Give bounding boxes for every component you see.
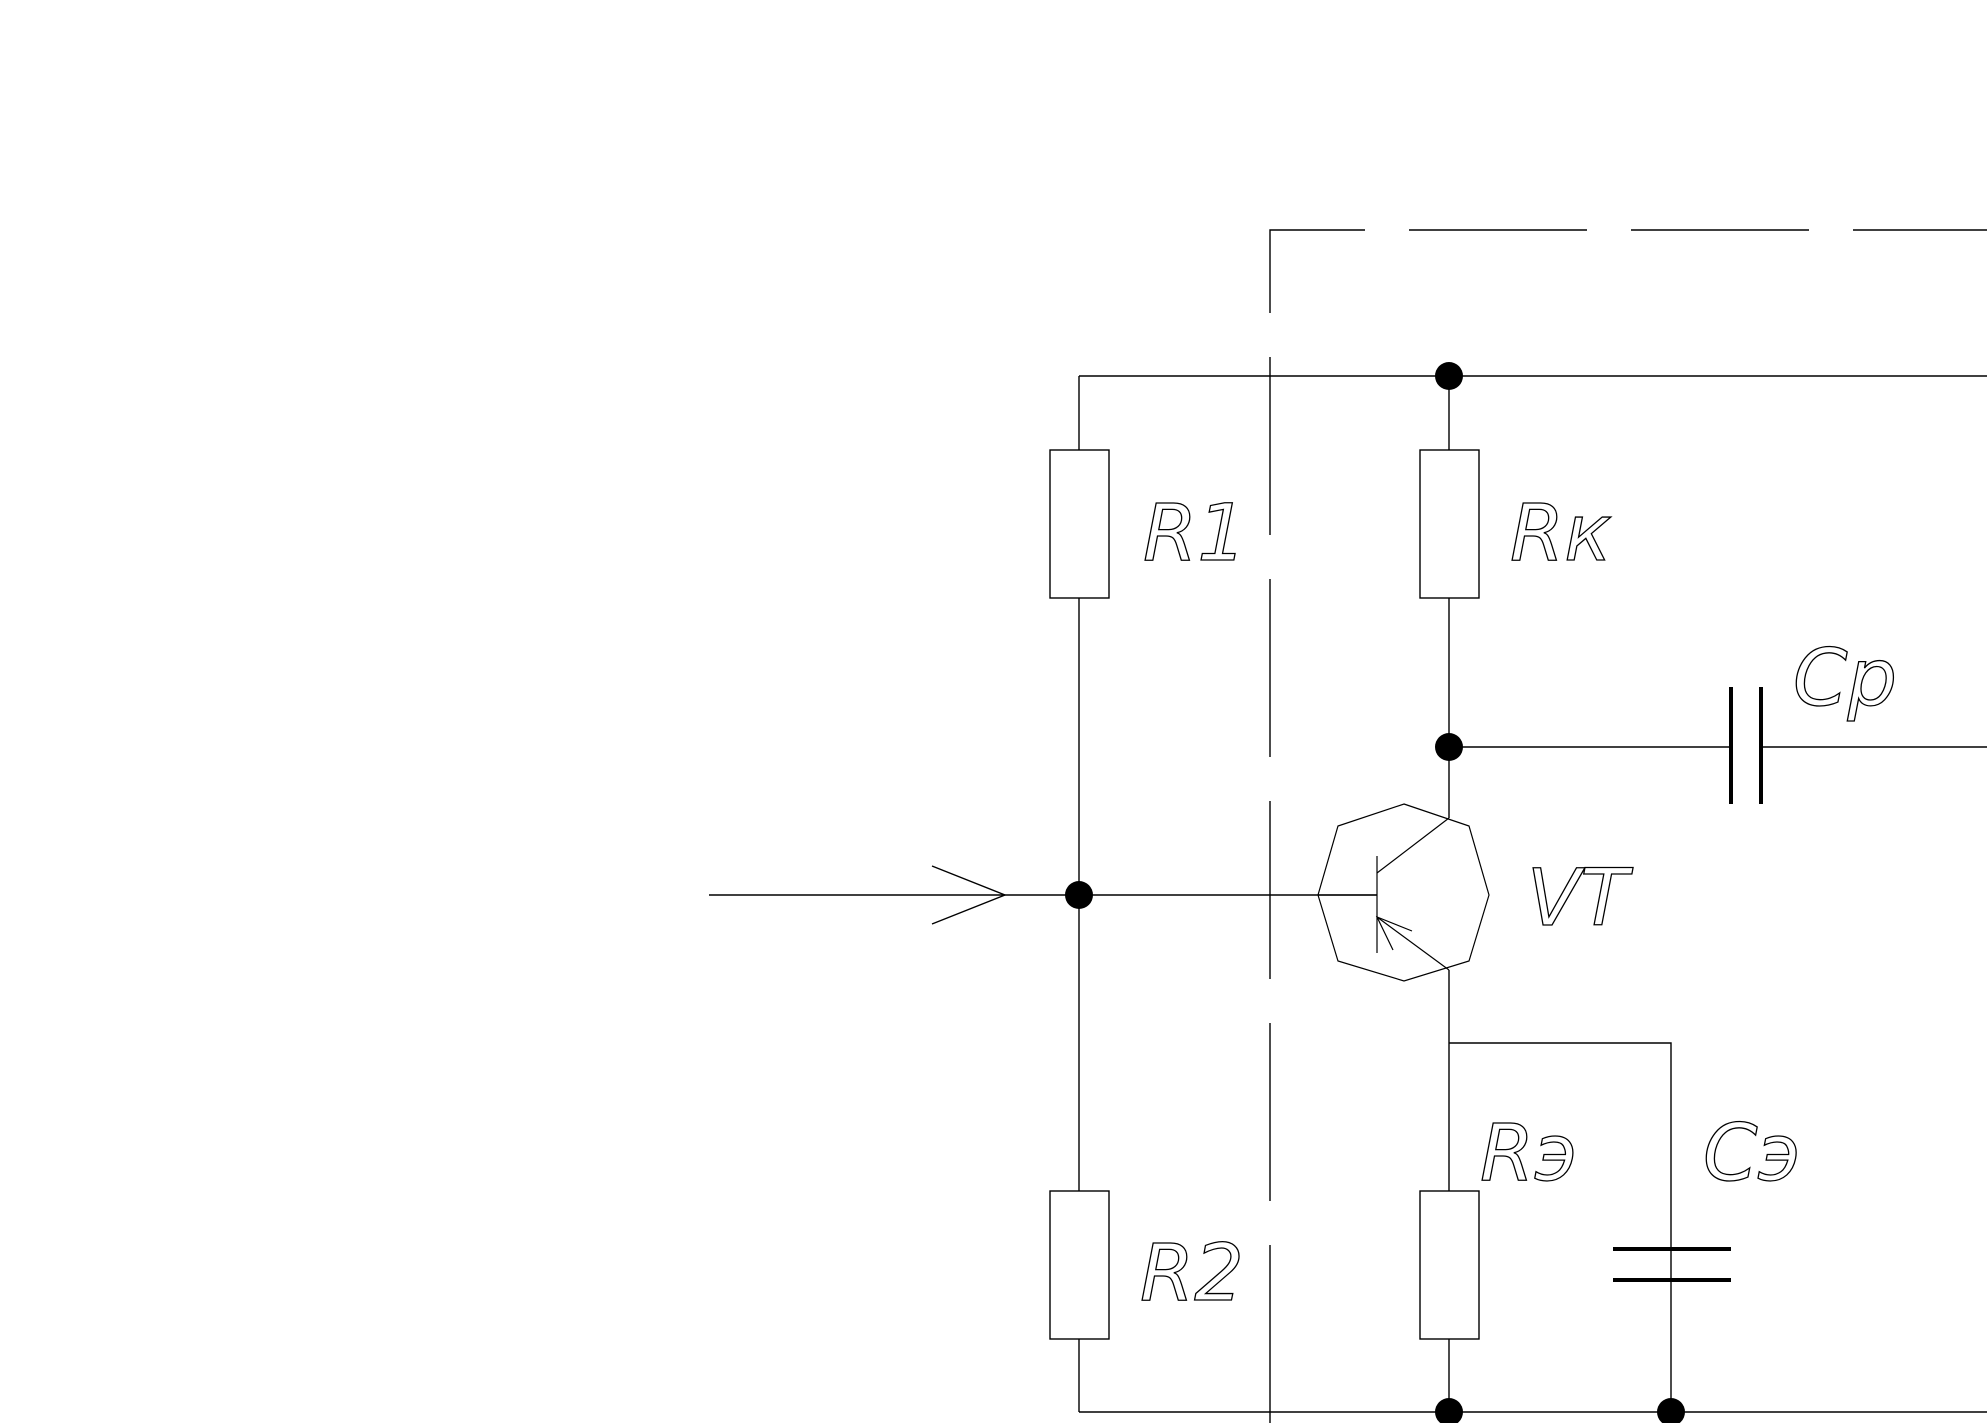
junction-base xyxy=(1065,881,1093,909)
label-r1: R1 xyxy=(1143,489,1247,579)
transistor-vt xyxy=(1317,803,1490,982)
junction-collector xyxy=(1435,733,1463,761)
junction-ce-ground xyxy=(1657,1398,1685,1423)
label-cp: Cp xyxy=(1793,634,1897,724)
label-ce: Cэ xyxy=(1703,1109,1800,1199)
junction-emitter-ground xyxy=(1435,1398,1463,1423)
capacitor-ce xyxy=(1613,1247,1731,1282)
label-r2: R2 xyxy=(1140,1229,1244,1319)
input-arrow xyxy=(709,865,1079,925)
junction-dots xyxy=(1065,362,1685,1423)
resistor-re xyxy=(1419,1190,1480,1340)
emitter-arrow xyxy=(1375,915,1413,951)
capacitor-cp xyxy=(1729,687,1763,804)
label-vt: VT xyxy=(1527,854,1633,944)
resistor-rk xyxy=(1419,449,1480,599)
resistor-r1 xyxy=(1049,449,1110,599)
label-rk: Rк xyxy=(1510,489,1611,579)
resistor-r2 xyxy=(1049,1190,1110,1340)
label-re: Rэ xyxy=(1480,1109,1577,1199)
junction-top xyxy=(1435,362,1463,390)
boundary-dashed-line xyxy=(1269,229,1987,1423)
